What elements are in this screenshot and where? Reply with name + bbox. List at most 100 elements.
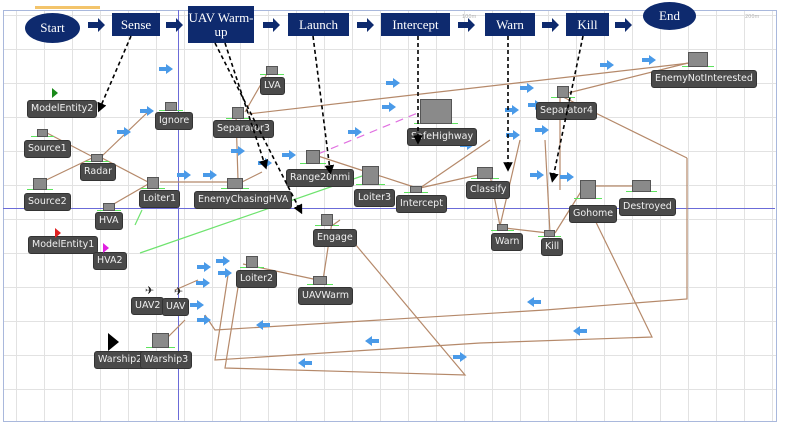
node-lva[interactable]: LVA: [260, 77, 285, 95]
node-ignore[interactable]: Ignore: [155, 112, 194, 130]
token-flow-arrow-icon: [190, 300, 204, 310]
node-uav[interactable]: UAV: [162, 298, 190, 316]
node-enemynotinterested[interactable]: EnemyNotInterested: [651, 70, 757, 88]
classify-block-icon[interactable]: [477, 167, 493, 179]
link: [419, 139, 491, 189]
engage-block-icon[interactable]: [321, 214, 333, 226]
y-axis-line: [178, 10, 179, 420]
kill-node-block-icon[interactable]: [544, 230, 555, 237]
node-source2[interactable]: Source2: [24, 193, 71, 211]
node-loiter1[interactable]: Loiter1: [139, 190, 181, 208]
warship3-block-icon[interactable]: [152, 333, 169, 348]
hva2-marker-icon[interactable]: [103, 243, 109, 253]
link: [544, 139, 551, 234]
safehighway-block-icon[interactable]: [420, 99, 452, 124]
uav-aircraft-icon[interactable]: ✈: [174, 285, 184, 298]
phase-uav-warmup[interactable]: UAV Warm-up: [188, 6, 254, 43]
node-classify[interactable]: Classify: [466, 181, 511, 199]
node-gohome[interactable]: Gohome: [569, 205, 618, 223]
enemychasinghva-block-icon[interactable]: [227, 178, 243, 189]
node-enemychasinghva[interactable]: EnemyChasingHVA: [194, 191, 293, 209]
node-uav2[interactable]: UAV2: [131, 297, 165, 315]
node-separator3[interactable]: Separator3: [213, 120, 274, 138]
node-warn-node[interactable]: Warn: [491, 233, 524, 251]
node-loiter2[interactable]: Loiter2: [236, 270, 278, 288]
link: [46, 132, 96, 159]
node-separator4[interactable]: Separator4: [536, 102, 597, 120]
node-warship2[interactable]: Warship2: [94, 351, 147, 369]
node-warship3[interactable]: Warship3: [140, 351, 193, 369]
token-flow-arrow-icon: [365, 336, 379, 346]
node-kill-node[interactable]: Kill: [541, 238, 564, 256]
destroyed-block-icon[interactable]: [632, 180, 651, 192]
phase-launch[interactable]: Launch: [288, 13, 349, 36]
token-flow-arrow-icon: [527, 297, 541, 307]
radar-block-icon[interactable]: [91, 154, 103, 162]
node-intercept-node[interactable]: Intercept: [396, 195, 447, 213]
intercept-node-block-icon[interactable]: [410, 186, 422, 193]
uav2-aircraft-icon[interactable]: ✈: [145, 284, 155, 297]
magenta-link: [317, 111, 421, 155]
phase-start[interactable]: Start: [25, 13, 80, 43]
node-modelentity1[interactable]: ModelEntity1: [28, 236, 99, 254]
token-flow-arrow-icon: [600, 60, 614, 70]
node-safehighway[interactable]: SafeHighway: [407, 128, 478, 146]
loiter1-block-icon[interactable]: [147, 177, 159, 189]
separator3-block-icon[interactable]: [232, 107, 244, 119]
node-source1[interactable]: Source1: [24, 140, 71, 158]
token-flow-arrow-icon: [505, 105, 519, 115]
phase-end[interactable]: End: [643, 2, 696, 30]
token-flow-arrow-icon: [506, 130, 520, 140]
node-radar[interactable]: Radar: [80, 163, 116, 181]
phase-warn[interactable]: Warn: [485, 13, 535, 36]
green-link: [139, 174, 366, 254]
loiter3-block-icon[interactable]: [362, 166, 379, 185]
uavwarm-block-icon[interactable]: [313, 276, 327, 285]
warship2-marker-icon[interactable]: [108, 333, 119, 351]
source1-block-icon[interactable]: [37, 129, 48, 137]
modelentity2-marker-icon[interactable]: [52, 88, 58, 98]
token-flow-arrow-icon: [177, 170, 191, 180]
node-modelentity2[interactable]: ModelEntity2: [27, 100, 98, 118]
token-flow-arrow-icon: [117, 127, 131, 137]
lva-block-icon[interactable]: [266, 66, 278, 75]
loiter2-block-icon[interactable]: [246, 256, 258, 268]
link: [247, 62, 691, 115]
token-flow-arrow-icon: [196, 278, 210, 288]
modelentity1-marker-icon[interactable]: [55, 228, 61, 238]
token-flow-arrow-icon: [642, 55, 656, 65]
token-flow-arrow-icon: [258, 158, 272, 168]
source2-block-icon[interactable]: [33, 178, 47, 190]
range20nmi-block-icon[interactable]: [306, 150, 320, 164]
token-flow-arrow-icon: [282, 150, 296, 160]
node-hva2[interactable]: HVA2: [93, 252, 127, 270]
separator4-block-icon[interactable]: [557, 86, 569, 98]
node-destroyed[interactable]: Destroyed: [619, 198, 676, 216]
node-hva[interactable]: HVA: [95, 212, 123, 230]
token-flow-arrow-icon: [530, 170, 544, 180]
token-flow-arrow-icon: [382, 102, 396, 112]
ignore-block-icon[interactable]: [165, 102, 177, 111]
phase-intercept[interactable]: Intercept: [381, 13, 450, 36]
node-loiter3[interactable]: Loiter3: [354, 189, 396, 207]
green-link: [134, 209, 143, 226]
gohome-block-icon[interactable]: [580, 180, 596, 199]
enemynotinterested-block-icon[interactable]: [688, 52, 708, 67]
token-flow-arrow-icon: [197, 262, 211, 272]
warn-node-block-icon[interactable]: [497, 224, 508, 231]
token-flow-arrow-icon: [560, 172, 574, 182]
token-flow-arrow-icon: [218, 268, 232, 278]
token-flow-arrow-icon: [140, 106, 154, 116]
scale-label-100m: 100m: [462, 14, 477, 20]
phase-kill[interactable]: Kill: [566, 13, 609, 36]
top-ruler: [35, 6, 100, 9]
hva-block-icon[interactable]: [103, 203, 115, 211]
token-flow-arrow-icon: [520, 83, 534, 93]
node-uavwarm[interactable]: UAVWarm: [298, 287, 353, 305]
phase-sense[interactable]: Sense: [112, 13, 160, 36]
x-axis-line: [3, 208, 775, 209]
node-engage[interactable]: Engage: [313, 229, 357, 247]
link: [554, 189, 583, 234]
node-range20nmi[interactable]: Range20nmi: [286, 169, 355, 187]
